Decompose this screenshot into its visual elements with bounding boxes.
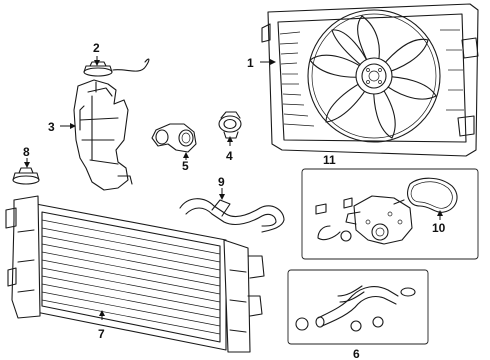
- upper-hose: [179, 198, 285, 233]
- fan-blades: [309, 15, 437, 139]
- callout-4: 4: [226, 149, 233, 163]
- callout-2: 2: [93, 41, 100, 55]
- radiator-cap: [12, 167, 40, 185]
- callout-8: 8: [23, 145, 30, 159]
- water-pump-gasket: [407, 177, 458, 213]
- water-pump: [315, 195, 413, 245]
- coolant-reservoir: [73, 79, 133, 191]
- radiator-fins: [41, 219, 221, 335]
- water-pump-kit-box: [301, 168, 479, 260]
- hose-kit-box: [287, 269, 429, 345]
- thermostat: [218, 111, 242, 139]
- radiator: [5, 195, 265, 353]
- callout-6: 6: [353, 347, 360, 360]
- callout-1: 1: [247, 56, 254, 70]
- callout-9: 9: [218, 175, 225, 189]
- reservoir-cap: [83, 58, 150, 77]
- shroud-louvres: [279, 29, 464, 127]
- callout-7: 7: [98, 327, 105, 341]
- callout-3: 3: [48, 120, 55, 134]
- callout-5: 5: [182, 159, 189, 173]
- callout-10: 10: [432, 221, 446, 235]
- callout-11: 11: [323, 153, 336, 167]
- thermostat-housing: [151, 123, 197, 153]
- fan-shroud-assembly: [261, 3, 479, 157]
- lower-hose-set: [295, 285, 416, 332]
